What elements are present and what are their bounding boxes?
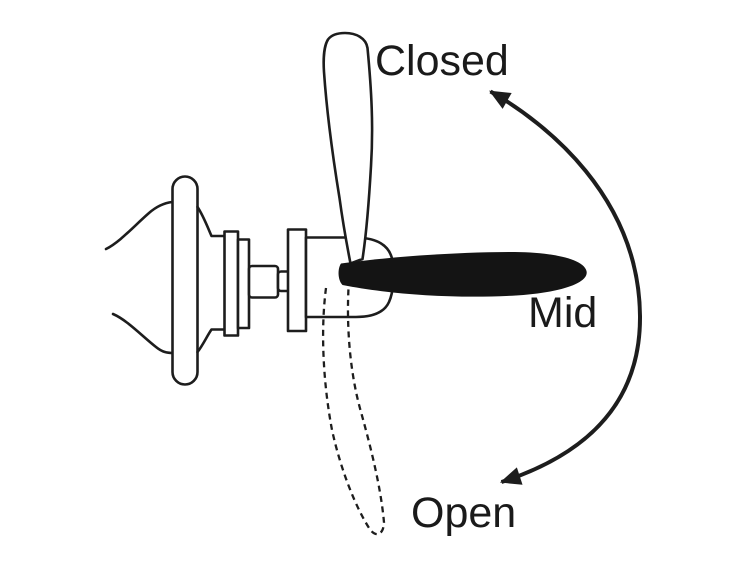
handle-open-position bbox=[321, 287, 386, 536]
escutcheon-plate bbox=[171, 175, 199, 386]
label-closed: Closed bbox=[375, 37, 509, 85]
label-mid: Mid bbox=[528, 289, 597, 337]
valve-stem bbox=[247, 264, 280, 299]
wall-curve-top bbox=[104, 200, 174, 251]
wall-curve-bottom bbox=[111, 312, 175, 355]
label-open: Open bbox=[411, 489, 516, 537]
handle-mid-position bbox=[338, 252, 587, 297]
rotation-arc-arrow bbox=[489, 89, 643, 485]
bonnet-flange-inner bbox=[236, 238, 251, 330]
handle-closed-position bbox=[322, 31, 374, 265]
handle-flange bbox=[286, 228, 308, 333]
bell-connector-bottom bbox=[196, 328, 226, 354]
bonnet-flange-outer bbox=[223, 230, 240, 337]
bell-connector-top bbox=[196, 205, 226, 238]
